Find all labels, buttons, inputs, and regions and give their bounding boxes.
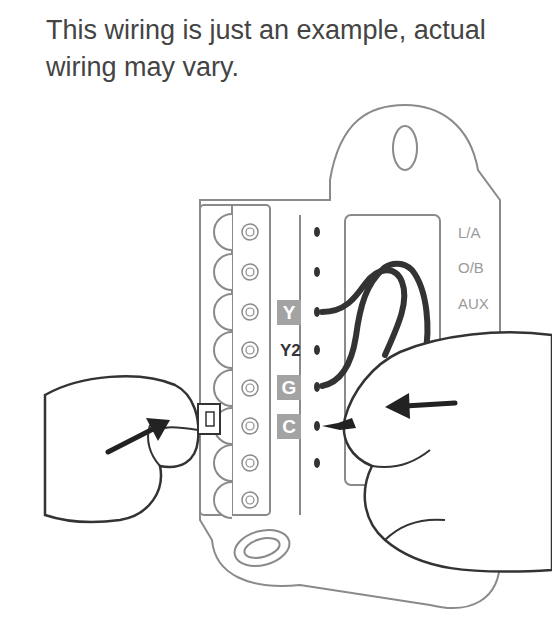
terminal-letter: G xyxy=(282,378,297,397)
terminal-name: Y2 xyxy=(280,342,301,359)
terminal-strip xyxy=(200,205,270,515)
press-arrow xyxy=(108,428,155,452)
terminal-name: AUX xyxy=(458,296,489,311)
terminal-letter: Y xyxy=(283,303,296,322)
right-hand xyxy=(344,332,552,571)
insert-arrow xyxy=(405,403,455,406)
title: This wiring is just an example, actual w… xyxy=(46,12,516,86)
terminal-label-box: G xyxy=(277,375,301,400)
mounting-slot xyxy=(231,524,294,571)
mounting-slot xyxy=(393,126,417,170)
terminal-screws xyxy=(214,214,320,518)
terminal-label-box: C xyxy=(277,414,301,439)
terminal-letter: C xyxy=(282,417,296,436)
terminal-name: L/A xyxy=(458,225,481,240)
terminal-label-box: Y xyxy=(277,300,301,325)
c-wire-tip xyxy=(322,418,356,430)
terminal-name: O/B xyxy=(458,260,484,275)
left-hand xyxy=(45,376,198,522)
release-tab xyxy=(198,404,220,434)
